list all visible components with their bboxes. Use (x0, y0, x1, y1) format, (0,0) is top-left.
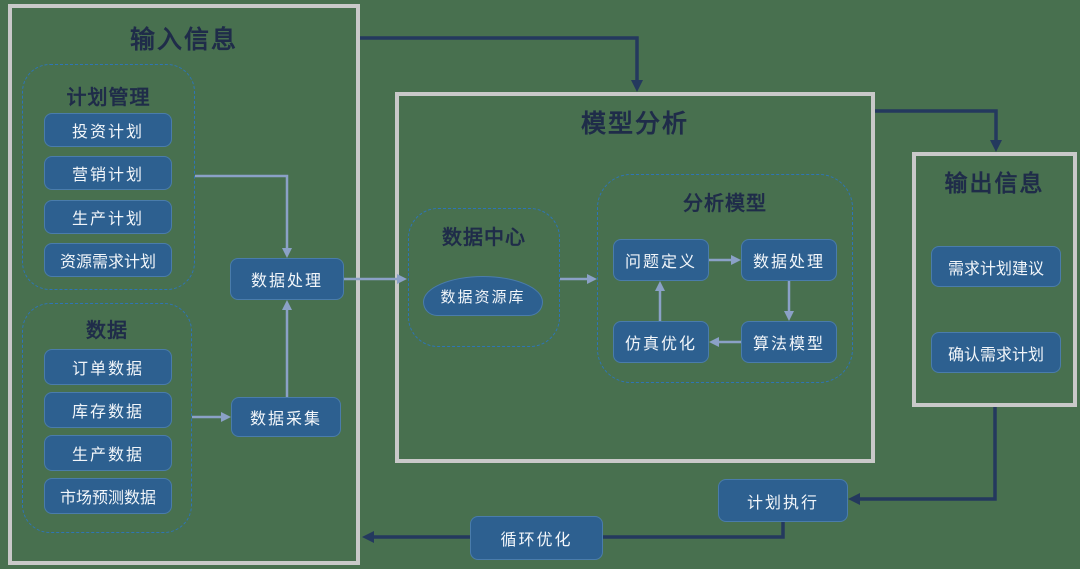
node-resource-demand-plan: 资源需求计划 (44, 243, 172, 277)
node-inventory-data: 库存数据 (44, 392, 172, 428)
node-analysis-data-processing: 数据处理 (741, 239, 837, 281)
arrow-input-to-model (360, 36, 643, 92)
node-production-data: 生产数据 (44, 435, 172, 471)
panel-output-title: 输出信息 (944, 171, 1045, 197)
panel-input-title: 输入信息 (129, 25, 238, 54)
group-data: 数据 (22, 303, 192, 533)
node-order-data: 订单数据 (44, 349, 172, 385)
group-plan-title: 计划管理 (66, 85, 151, 109)
node-marketing-plan: 营销计划 (44, 156, 172, 190)
node-loop-optimization: 循环优化 (470, 516, 603, 560)
group-data-center-title: 数据中心 (442, 225, 526, 249)
node-data-processing: 数据处理 (230, 258, 344, 300)
node-algorithm-model: 算法模型 (741, 321, 837, 363)
node-plan-execution: 计划执行 (718, 479, 848, 522)
node-problem-definition: 问题定义 (613, 239, 709, 281)
panel-input-info: 输入信息 (8, 4, 360, 565)
node-demand-plan-suggestion: 需求计划建议 (931, 246, 1061, 287)
group-plan-management: 计划管理 (22, 64, 195, 290)
group-data-title: 数据 (86, 318, 128, 342)
group-analysis-title: 分析模型 (683, 191, 767, 215)
arrow-model-to-output (875, 109, 1002, 152)
node-market-forecast-data: 市场预测数据 (44, 478, 172, 514)
group-data-center: 数据中心 (408, 208, 560, 347)
node-simulation-optimization: 仿真优化 (613, 321, 709, 363)
node-confirm-demand-plan: 确认需求计划 (931, 332, 1061, 373)
node-production-plan: 生产计划 (44, 200, 172, 234)
node-investment-plan: 投资计划 (44, 113, 172, 147)
panel-model-title: 模型分析 (580, 109, 689, 138)
arrow-output-to-plan-execution (848, 407, 997, 505)
panel-output-info: 输出信息 (912, 152, 1077, 407)
group-analysis-model: 分析模型 (597, 174, 853, 383)
node-data-collection: 数据采集 (231, 397, 341, 437)
